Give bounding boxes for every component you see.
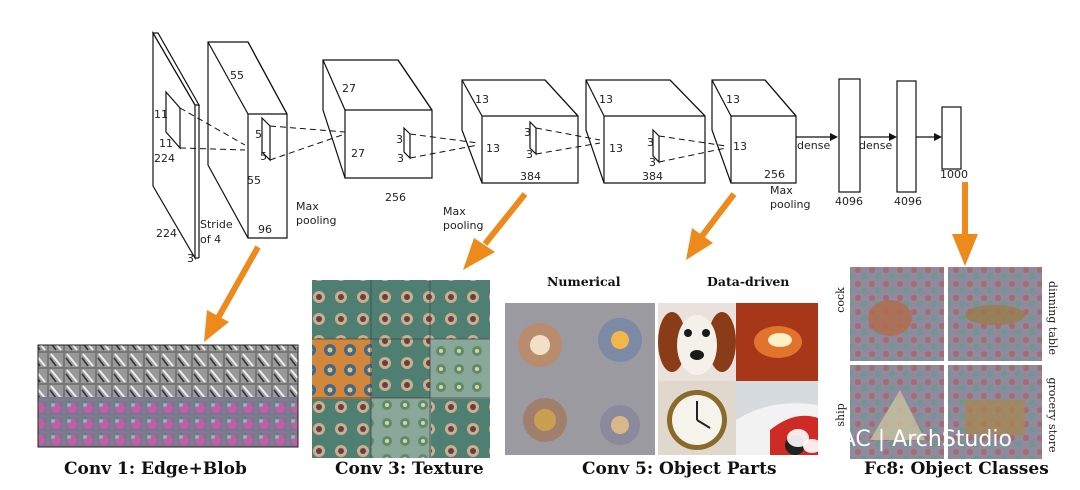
conv4-kernel-label: 3 <box>647 136 654 149</box>
input-kernel-label: 11 <box>154 108 168 121</box>
conv1-width-label: 55 <box>247 174 261 187</box>
output-box <box>941 106 962 170</box>
conv2-kernel-label: 3 <box>396 133 403 146</box>
dinning-table-label: dinning table <box>1046 281 1059 355</box>
arrow-to-fc8 <box>952 182 978 266</box>
conv5-depth-label: 256 <box>764 168 785 181</box>
conv1-layer: 55 55 96 5 5 Max pooling <box>207 41 337 239</box>
conv1-height-label: 55 <box>230 69 244 82</box>
stride-label-2: of 4 <box>200 233 221 246</box>
arrow-to-conv3 <box>463 192 528 270</box>
conv5-parts-panel: Numerical Data-driven <box>505 274 818 479</box>
conv4-width-label: 13 <box>609 142 623 155</box>
conv2-conv3-dash-2 <box>409 144 479 159</box>
fc8-classes-panel: cock dinning table ship grocery store Fc… <box>834 267 1059 479</box>
arrow-to-conv1 <box>204 245 261 342</box>
conv4-conv5-dash-1 <box>658 135 727 147</box>
conv1-kernel-label: 5 <box>255 128 262 141</box>
conv1-conv2-dash-1 <box>269 125 346 133</box>
dense1-size-label: 4096 <box>835 195 863 208</box>
pool2-label-2: pooling <box>443 219 484 232</box>
dog-image <box>658 303 736 381</box>
conv1-conv2-dash-2 <box>269 133 346 161</box>
numerical-label: Numerical <box>547 274 621 289</box>
conv3-conv4-dash-2 <box>535 142 601 155</box>
conv4-layer: 13 13 384 3 3 <box>585 79 706 184</box>
pool1-label-1: Max <box>296 200 319 213</box>
watermark: LAC | ArchStudio <box>787 427 1012 453</box>
dense2-box <box>896 80 917 193</box>
conv3-kernel-label: 3 <box>524 126 531 139</box>
conv3-kernel2-label: 3 <box>526 148 533 161</box>
input-layer: 11 11 224 224 3 Stride of 4 <box>151 30 233 265</box>
output-size-label: 1000 <box>940 168 968 181</box>
conv5-layer: 13 13 256 Max pooling <box>711 79 811 211</box>
input-depth-label: 3 <box>187 252 194 265</box>
conv2-layer: 27 27 256 3 3 Max pooling <box>322 59 484 232</box>
dense1-label: dense <box>797 139 830 152</box>
dense2-size-label: 4096 <box>894 195 922 208</box>
conv2-width-label: 27 <box>351 147 365 160</box>
conv4-height-label: 13 <box>599 93 613 106</box>
grocery-store-label: grocery store <box>1046 377 1059 452</box>
conv1-blob-filters <box>38 397 298 447</box>
arrow-to-conv5 <box>686 192 737 260</box>
conv1-kernel2-label: 5 <box>260 150 267 163</box>
pool1-label-2: pooling <box>296 214 337 227</box>
datadriven-label: Data-driven <box>707 274 789 289</box>
conv4-conv5-dash-2 <box>658 147 727 163</box>
conv3-height-label: 13 <box>475 93 489 106</box>
conv4-kernel2-label: 3 <box>649 156 656 169</box>
ship-label: ship <box>834 403 847 426</box>
pool2-label-1: Max <box>443 205 466 218</box>
fc8-caption: Fc8: Object Classes <box>864 459 1049 479</box>
lamp-image <box>736 303 818 381</box>
input-kernel2-label: 11 <box>159 137 173 150</box>
input-conv1-dash-1 <box>179 107 246 146</box>
clock-image <box>658 381 736 455</box>
input-width-label: 224 <box>156 227 177 240</box>
dense2-label: dense <box>859 139 892 152</box>
input-conv1-dash-2 <box>179 147 246 151</box>
conv2-depth-label: 256 <box>385 191 406 204</box>
conv1-gabor-filters <box>38 345 298 397</box>
conv2-kernel2-label: 3 <box>397 152 404 165</box>
dense1-box <box>838 78 861 193</box>
conv4-depth-label: 384 <box>642 170 663 183</box>
conv3-texture-panel: Conv 3: Texture <box>312 280 490 479</box>
conv5-height-label: 13 <box>726 93 740 106</box>
conv2-height-label: 27 <box>342 82 356 95</box>
conv3-caption: Conv 3: Texture <box>335 459 484 479</box>
pool3-label-2: pooling <box>770 198 811 211</box>
pool3-label-1: Max <box>770 184 793 197</box>
orange-arrows <box>204 182 978 342</box>
conv3-width-label: 13 <box>486 142 500 155</box>
conv3-layer: 13 13 384 3 3 <box>461 79 579 184</box>
conv1-caption: Conv 1: Edge+Blob <box>64 459 247 479</box>
dense-layers: dense 4096 dense 4096 1000 <box>796 78 968 208</box>
input-height-label: 224 <box>154 152 175 165</box>
stride-label: Stride <box>200 218 233 231</box>
conv1-depth-label: 96 <box>258 223 272 236</box>
conv3-depth-label: 384 <box>520 170 541 183</box>
conv5-caption: Conv 5: Object Parts <box>582 459 777 479</box>
conv5-width-label: 13 <box>733 140 747 153</box>
cock-label: cock <box>834 287 847 313</box>
wechat-icon <box>787 429 809 447</box>
conv2-conv3-dash-1 <box>409 133 479 144</box>
watermark-text: LAC | ArchStudio <box>828 427 1012 452</box>
conv1-filter-panel: Conv 1: Edge+Blob <box>37 344 299 479</box>
conv3-conv4-dash-1 <box>535 127 601 141</box>
